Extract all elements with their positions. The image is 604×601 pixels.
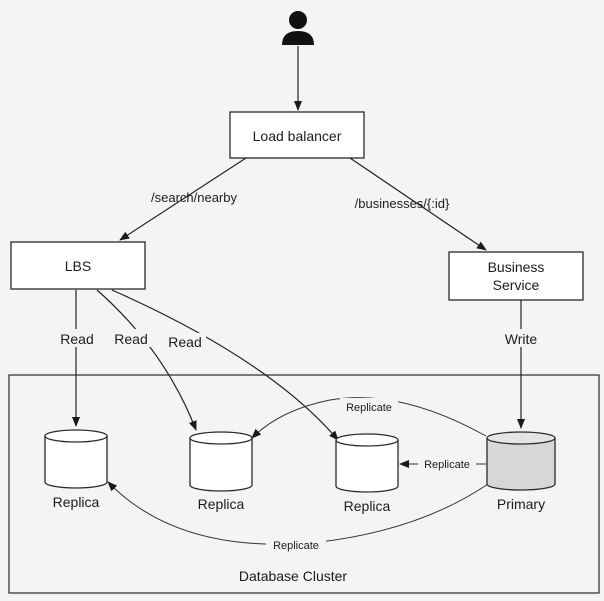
replicate-arrow-bottom (107, 481, 489, 545)
database-cluster-container (8, 374, 600, 594)
replicate-label-bottom: Replicate (273, 540, 319, 552)
read-label-3: Read (168, 334, 201, 350)
business-service-node: Business Service (448, 251, 584, 301)
replica-2-label: Replica (198, 496, 245, 512)
read-arrow-replica-3 (111, 289, 339, 441)
lb-to-lbs-arrow (119, 157, 247, 241)
replica-1-database (44, 429, 108, 489)
search-nearby-label: /search/nearby (151, 190, 237, 205)
replica-3-database (335, 433, 399, 493)
primary-label: Primary (497, 496, 545, 512)
replica-1-label: Replica (53, 494, 100, 510)
replicate-label-top: Replicate (346, 402, 392, 414)
replicate-arrow-top (251, 397, 487, 439)
write-label: Write (505, 331, 538, 347)
primary-database (486, 431, 556, 491)
load-balancer-node: Load balancer (229, 111, 365, 159)
lbs-label: LBS (65, 258, 91, 274)
business-service-label-line1: Business (488, 259, 545, 275)
replica-2-database (189, 431, 253, 492)
business-service-label-line2: Service (493, 277, 540, 293)
replica-3-label: Replica (344, 498, 391, 514)
lb-to-business-service-arrow (349, 157, 487, 251)
database-cluster-label: Database Cluster (239, 568, 348, 584)
read-arrow-replica-2 (96, 289, 197, 431)
replicate-label-mid: Replicate (424, 459, 470, 471)
read-label-2: Read (114, 331, 147, 347)
load-balancer-label: Load balancer (253, 128, 342, 144)
read-label-1: Read (60, 331, 93, 347)
businesses-id-label: /businesses/{:id} (355, 196, 450, 211)
lbs-node: LBS (10, 241, 146, 290)
user-icon (282, 11, 314, 45)
